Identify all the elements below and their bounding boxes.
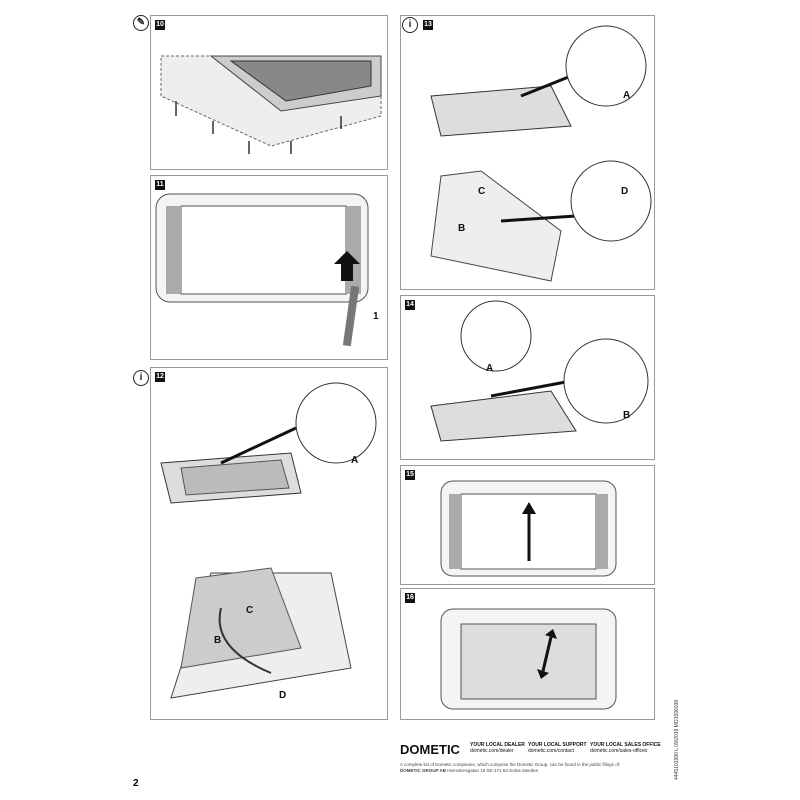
page-number: 2 [133, 778, 139, 789]
callout-b: B [623, 410, 630, 421]
info-icon: i [133, 370, 149, 386]
step-number: 12 [155, 372, 165, 382]
cover-installation-illustration: A B [430, 300, 649, 442]
step-number: 13 [423, 20, 433, 30]
step-15-panel: 15 [400, 465, 655, 585]
step-11-panel: 11 1 [150, 175, 388, 360]
sales-title: YOUR LOCAL SALES OFFICE [590, 742, 661, 748]
callout-a: A [351, 455, 358, 466]
step-number: 11 [155, 180, 165, 190]
callout-c: C [246, 605, 253, 616]
cover-removal-illustration: A C B D [430, 25, 652, 282]
legal-text: A complete list of Dometic companies, wh… [400, 762, 621, 767]
company-name: DOMETIC GROUP AB [400, 768, 447, 773]
step-number: 15 [405, 470, 415, 480]
step-number: 16 [405, 593, 415, 603]
wrench-icon: ✎ [133, 15, 149, 31]
info-icon: i [402, 17, 418, 33]
step-number: 10 [155, 20, 165, 30]
blind-adjust-illustration [440, 608, 617, 710]
step-number: 14 [405, 300, 415, 310]
document-code: 4445101990 L 09/2019 MO1596038 [674, 699, 680, 780]
dometic-logo: DOMETIC [400, 742, 460, 757]
callout-b: B [458, 223, 465, 234]
screw-installation-illustration [160, 55, 382, 154]
step-12-panel: 12 A C B D [150, 367, 388, 720]
callout-d: D [279, 690, 286, 701]
dealer-title: YOUR LOCAL DEALER [470, 742, 525, 748]
support-title: YOUR LOCAL SUPPORT [528, 742, 587, 748]
callout-a: A [623, 90, 630, 101]
legal-note: A complete list of Dometic companies, wh… [400, 762, 662, 774]
step-16-panel: 16 [400, 588, 655, 720]
callout-a: A [486, 363, 493, 374]
callout-c: C [478, 186, 485, 197]
step-14-panel: 14 A B [400, 295, 655, 460]
flyscreen-removal-illustration: 1 [155, 193, 379, 347]
callout-1: 1 [373, 311, 379, 322]
dealer-link[interactable]: dometic.com/dealer [470, 748, 514, 754]
callout-b: B [214, 635, 221, 646]
step-10-panel: 10 [150, 15, 388, 170]
support-link[interactable]: dometic.com/contact [528, 748, 574, 754]
flyscreen-close-illustration [440, 480, 617, 577]
callout-d: D [621, 186, 628, 197]
step-13-panel: A C B D 13 [400, 15, 655, 290]
hinge-removal-illustration: A C B D [160, 382, 377, 701]
sales-link[interactable]: dometic.com/sales-offices [590, 748, 648, 754]
company-address: Hemvärnsgatan 15 SE-171 54 Solna Sweden [447, 768, 539, 773]
